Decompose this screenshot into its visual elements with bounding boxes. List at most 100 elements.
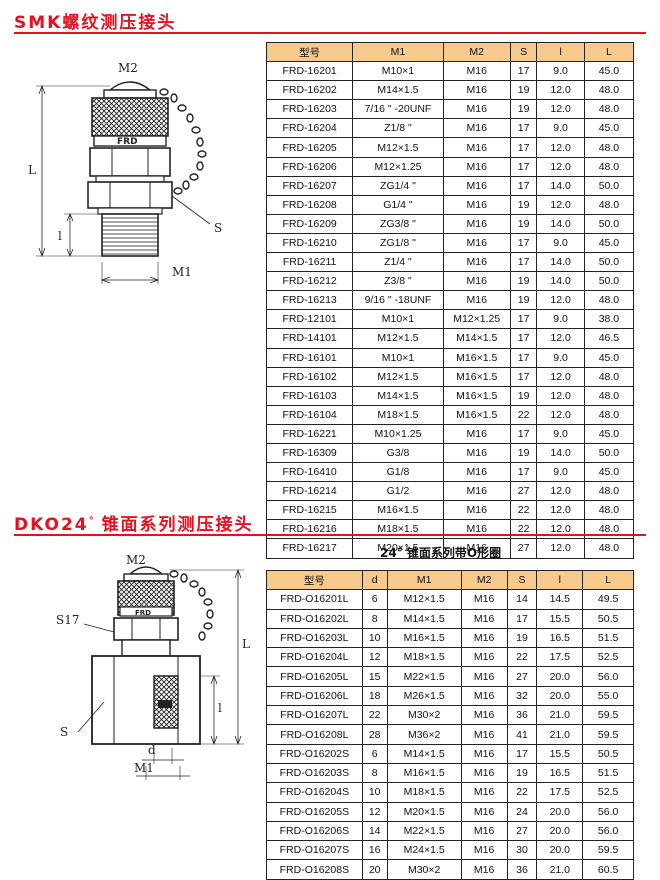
table-cell: M16: [460, 762, 508, 784]
table-cell: 14: [361, 820, 388, 842]
dim-M2-label: M2: [118, 61, 138, 75]
table-cell: Z3/8 ": [352, 271, 444, 292]
section1-title: SMK螺纹测压接头: [14, 13, 177, 33]
table-cell: 46.5: [583, 328, 635, 349]
section2-title: DKO24° 锥面系列测压接头: [14, 510, 254, 535]
table-cell: 59.5: [582, 705, 634, 726]
table-cell: FRD-16205: [265, 137, 354, 158]
table-cell: M16: [460, 685, 508, 707]
table-cell: 12.0: [536, 404, 585, 425]
table-cell: 45.0: [583, 423, 635, 444]
table-cell: 56.0: [582, 801, 634, 822]
dim-l-label-2: l: [218, 701, 222, 715]
dim-l-label: l: [58, 229, 62, 243]
table-cell: M16: [460, 647, 508, 668]
table-cell: 9/16 " -18UNF: [352, 290, 444, 311]
table-cell: 9.0: [536, 232, 585, 254]
column-header: M2: [442, 41, 511, 63]
table-cell: 19: [509, 213, 538, 234]
table-cell: 27: [509, 538, 538, 559]
table-cell: M16×1.5: [442, 385, 511, 406]
column-header: d: [361, 569, 388, 591]
column-header: S: [509, 41, 538, 63]
table-cell: 48.0: [583, 519, 635, 540]
dim-L-label-2: L: [242, 637, 250, 651]
table-cell: M16: [460, 801, 508, 822]
table-cell: M16: [442, 213, 511, 234]
section1-divider: [14, 32, 646, 34]
table-cell: M12×1.5: [352, 328, 444, 349]
table-cell: M18×1.5: [352, 519, 444, 540]
table-cell: M16: [442, 462, 511, 483]
table-cell: FRD-16101: [265, 347, 354, 368]
table-cell: 16.5: [536, 627, 584, 649]
table-cell: M10×1: [352, 309, 444, 330]
table-cell: FRD-16215: [265, 500, 354, 521]
table-cell: FRD-16410: [265, 462, 354, 483]
table-cell: M16: [460, 859, 508, 880]
table-cell: G1/8: [352, 462, 444, 483]
table-cell: 17: [509, 462, 538, 483]
table-cell: 12.0: [536, 99, 585, 120]
table-cell: 22: [509, 404, 538, 425]
table-cell: FRD-16212: [265, 271, 354, 292]
table-cell: M16: [442, 80, 511, 101]
table-cell: M16: [442, 519, 511, 540]
table-cell: M12×1.25: [442, 309, 511, 330]
table-cell: FRD-16208: [265, 194, 354, 215]
table-cell: 22: [506, 782, 538, 803]
table-cell: G3/8: [352, 442, 444, 464]
table-cell: 15.5: [536, 743, 584, 764]
table-cell: 52.5: [582, 782, 634, 803]
table-cell: M30×2: [386, 705, 462, 726]
table-cell: 9.0: [536, 347, 585, 368]
table-cell: G1/2: [352, 481, 444, 502]
table-cell: 50.5: [582, 608, 634, 629]
table-cell: M26×1.5: [386, 685, 462, 707]
table-cell: 50.5: [582, 743, 634, 764]
brand-label-2: FRD: [135, 609, 151, 617]
table-cell: 49.5: [582, 589, 634, 610]
table-cell: 48.0: [583, 366, 635, 387]
table-cell: 14.0: [536, 252, 585, 273]
table-cell: M16: [442, 118, 511, 139]
table-cell: 22: [506, 647, 538, 668]
table-cell: G1/4 ": [352, 194, 444, 215]
table-cell: M16: [442, 252, 511, 273]
table-cell: M14×1.5: [352, 80, 444, 101]
table-cell: 20.0: [536, 840, 584, 861]
table-cell: 17: [506, 743, 538, 764]
table-cell: FRD-16216: [265, 519, 354, 540]
dko24-fitting-drawing: FRD M2 S17 S L l d M1: [56, 553, 250, 780]
table-cell: 9.0: [536, 423, 585, 444]
table-cell: 6: [361, 589, 388, 610]
table-cell: M30×2: [386, 859, 462, 880]
table-cell: 16.5: [536, 762, 584, 784]
table-cell: 28: [361, 724, 388, 745]
table-cell: 9.0: [536, 61, 585, 82]
table-cell: 12.0: [536, 194, 585, 215]
table-cell: M16: [460, 840, 508, 861]
table-cell: M16: [442, 423, 511, 444]
table-cell: 10: [361, 627, 388, 649]
table-cell: 19: [506, 762, 538, 784]
column-header: M1: [352, 41, 444, 63]
section2-title-degree: °: [88, 515, 94, 527]
table-cell: FRD-14101: [265, 328, 354, 349]
table-cell: 36: [506, 705, 538, 726]
table-cell: 48.0: [583, 99, 635, 120]
